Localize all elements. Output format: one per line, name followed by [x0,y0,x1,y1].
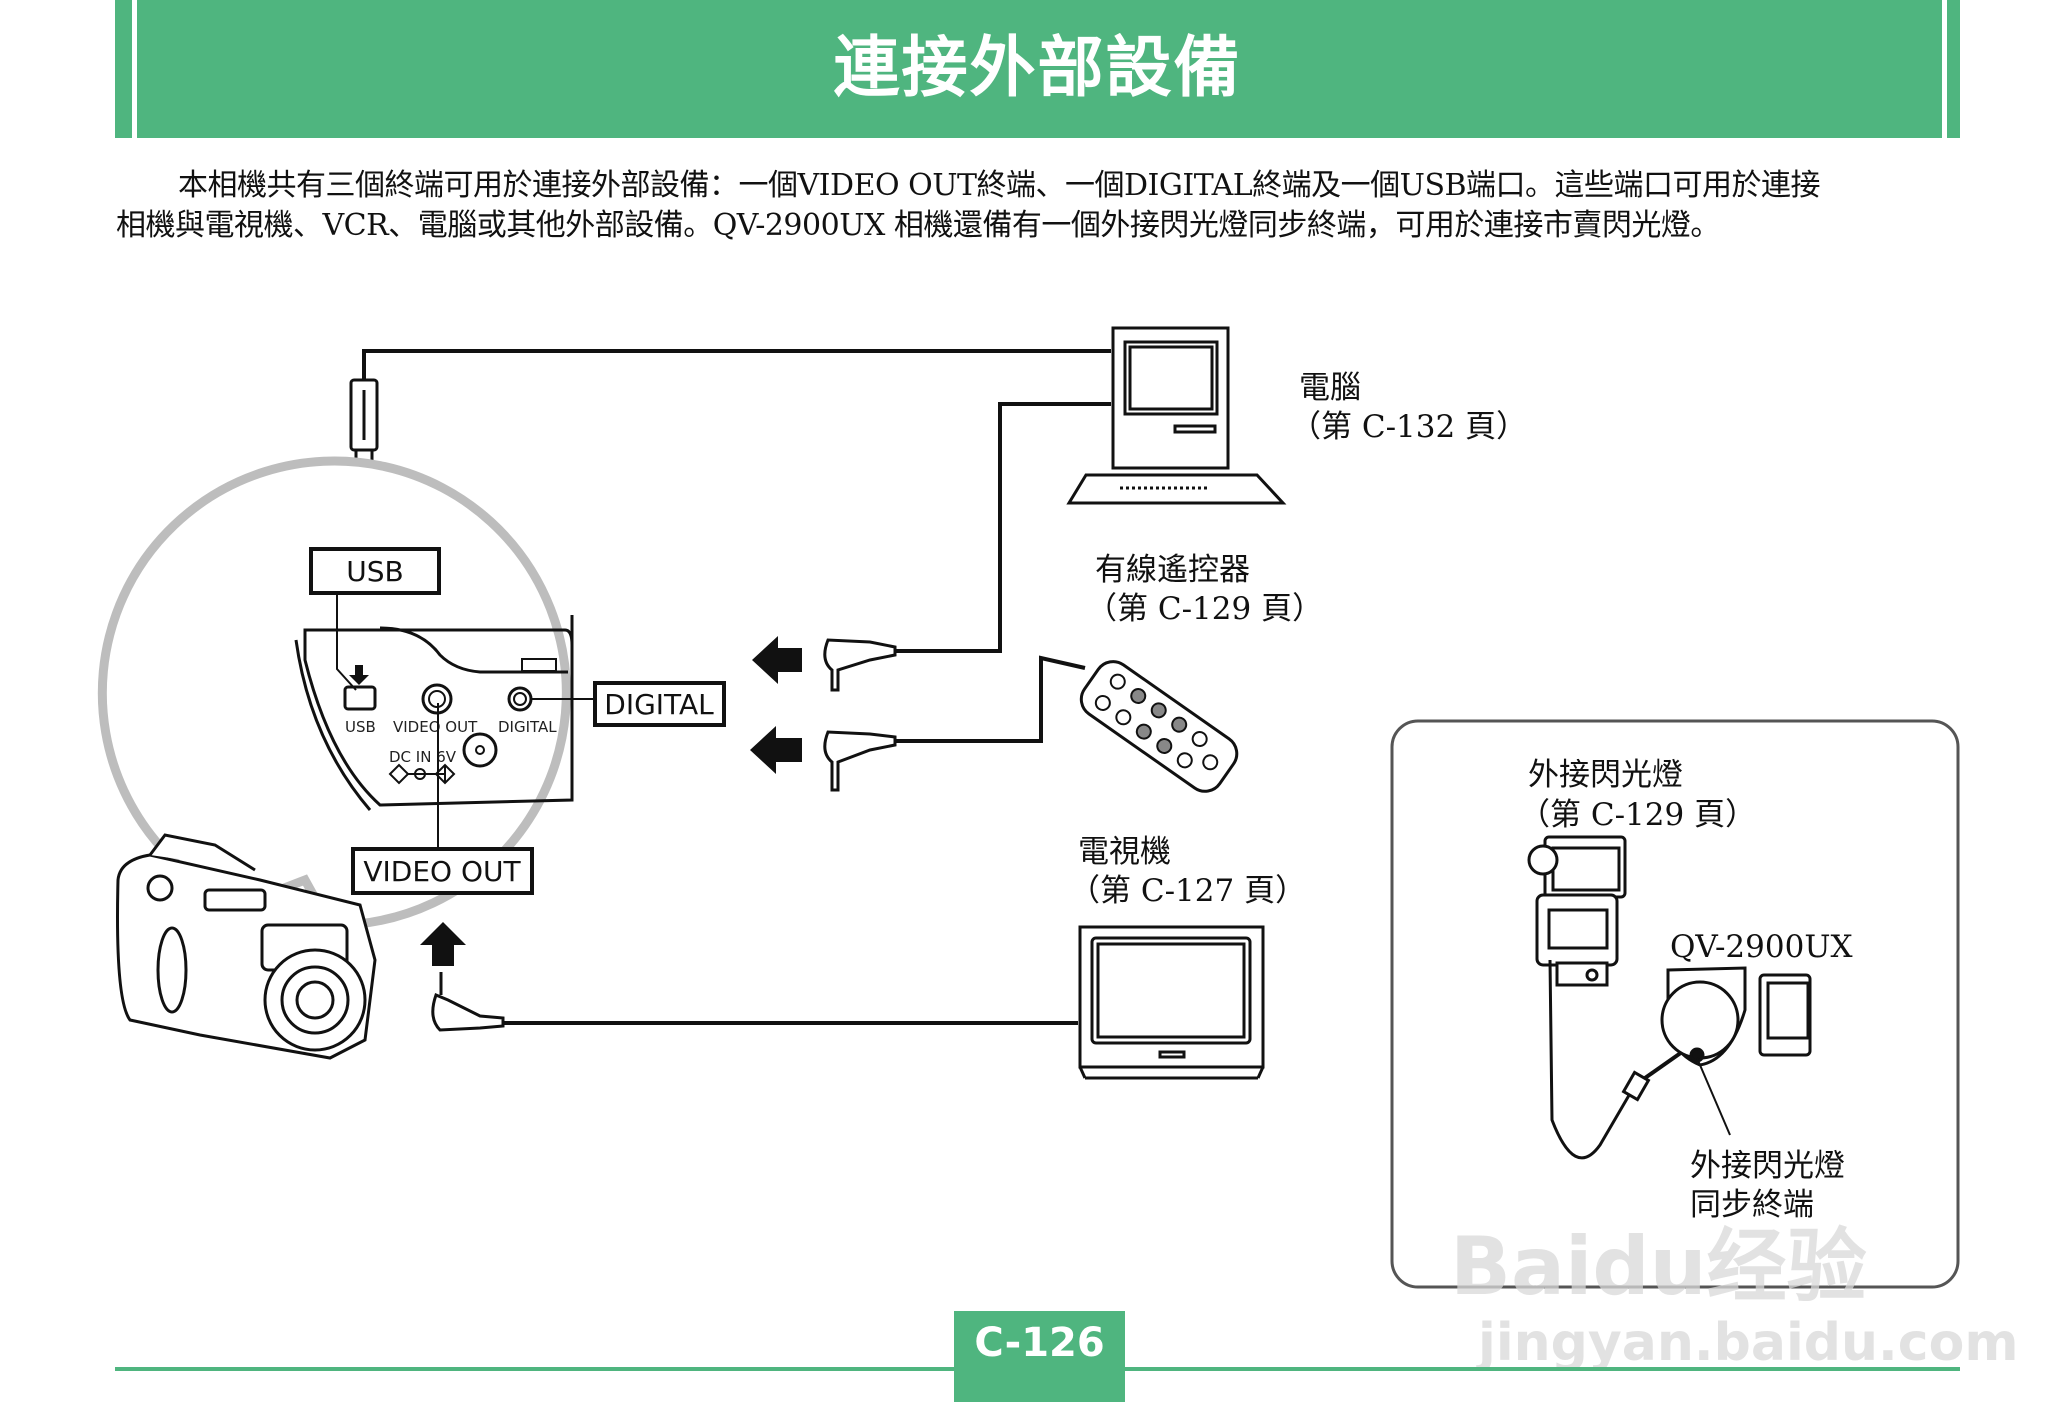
computer-page-ref: （第 C-132 頁） [1290,409,1527,445]
remote-label: 有線遙控器 [1095,552,1250,588]
remote-page-ref: （第 C-129 頁） [1086,591,1323,627]
tv-label: 電視機 [1078,834,1171,870]
sync-terminal-label-line2: 同步終端 [1690,1187,1814,1223]
digital-plug-icon [823,638,897,692]
remote-plug-icon [823,730,897,792]
port-label-usb: USB [345,718,376,736]
arrow-left-icon [752,636,802,684]
tv-icon [1078,925,1265,1080]
computer-icon [1066,326,1287,505]
video-out-callout-label: VIDEO OUT [363,855,521,888]
flash-panel: 外接閃光燈 （第 C-129 頁） QV-2900UX 外接閃光燈 同步終端 [1390,719,1960,1289]
usb-cable [362,349,1111,380]
header-divider [1942,0,1947,138]
intro-line: 相機與電視機、VCR、電腦或其他外部設備。QV-2900UX 相機還備有一個外接… [116,208,1720,243]
usb-callout [309,547,441,595]
page-number: C-126 [974,1320,1105,1366]
arrow-left-icon [750,726,802,774]
flash-page-ref: （第 C-129 頁） [1519,797,1756,833]
port-label-dc-in: DC IN 6V [389,748,457,766]
digital-callout [593,681,726,727]
flash-label: 外接閃光燈 [1528,757,1683,793]
header-divider [132,0,137,138]
watermark-url: jingyan.baidu.com [1476,1313,2019,1373]
digital-cable [895,402,1111,653]
camera-illustration [116,833,377,1060]
port-closeup: USB VIDEO OUT DIGITAL DC IN 6V USB DIGIT… [97,456,726,930]
intro-line: 本相機共有三個終端可用於連接外部設備：一個VIDEO OUT終端、一個DIGIT… [178,168,1821,203]
port-label-video-out: VIDEO OUT [393,718,478,736]
sync-terminal-label-line1: 外接閃光燈 [1690,1148,1845,1184]
video-plug-icon [431,972,505,1032]
remote-cable [895,655,1086,743]
usb-port-icon [343,685,377,711]
page-number-badge: C-126 [954,1311,1125,1402]
remote-control-icon [1079,660,1239,793]
arrow-down-icon [349,665,369,685]
arrow-up-icon [420,922,466,966]
port-label-digital: DIGITAL [498,718,557,736]
watermark-logo: Baidu经验 [1450,1220,1867,1313]
usb-callout-label: USB [346,555,403,588]
external-flash-icon [1527,835,1694,1160]
camera-closeup-icon [1660,966,1812,1136]
intro-paragraph: 本相機共有三個終端可用於連接外部設備：一個VIDEO OUT終端、一個DIGIT… [116,166,1966,246]
video-out-callout [351,847,534,895]
computer-label: 電腦 [1299,370,1361,406]
tv-page-ref: （第 C-127 頁） [1069,873,1306,909]
page-title: 連接外部設備 [833,29,1242,106]
section-header: 連接外部設備 [115,0,1960,138]
model-label: QV-2900UX [1670,929,1853,965]
dc-in-port-icon [462,732,498,768]
digital-callout-label: DIGITAL [604,688,714,721]
